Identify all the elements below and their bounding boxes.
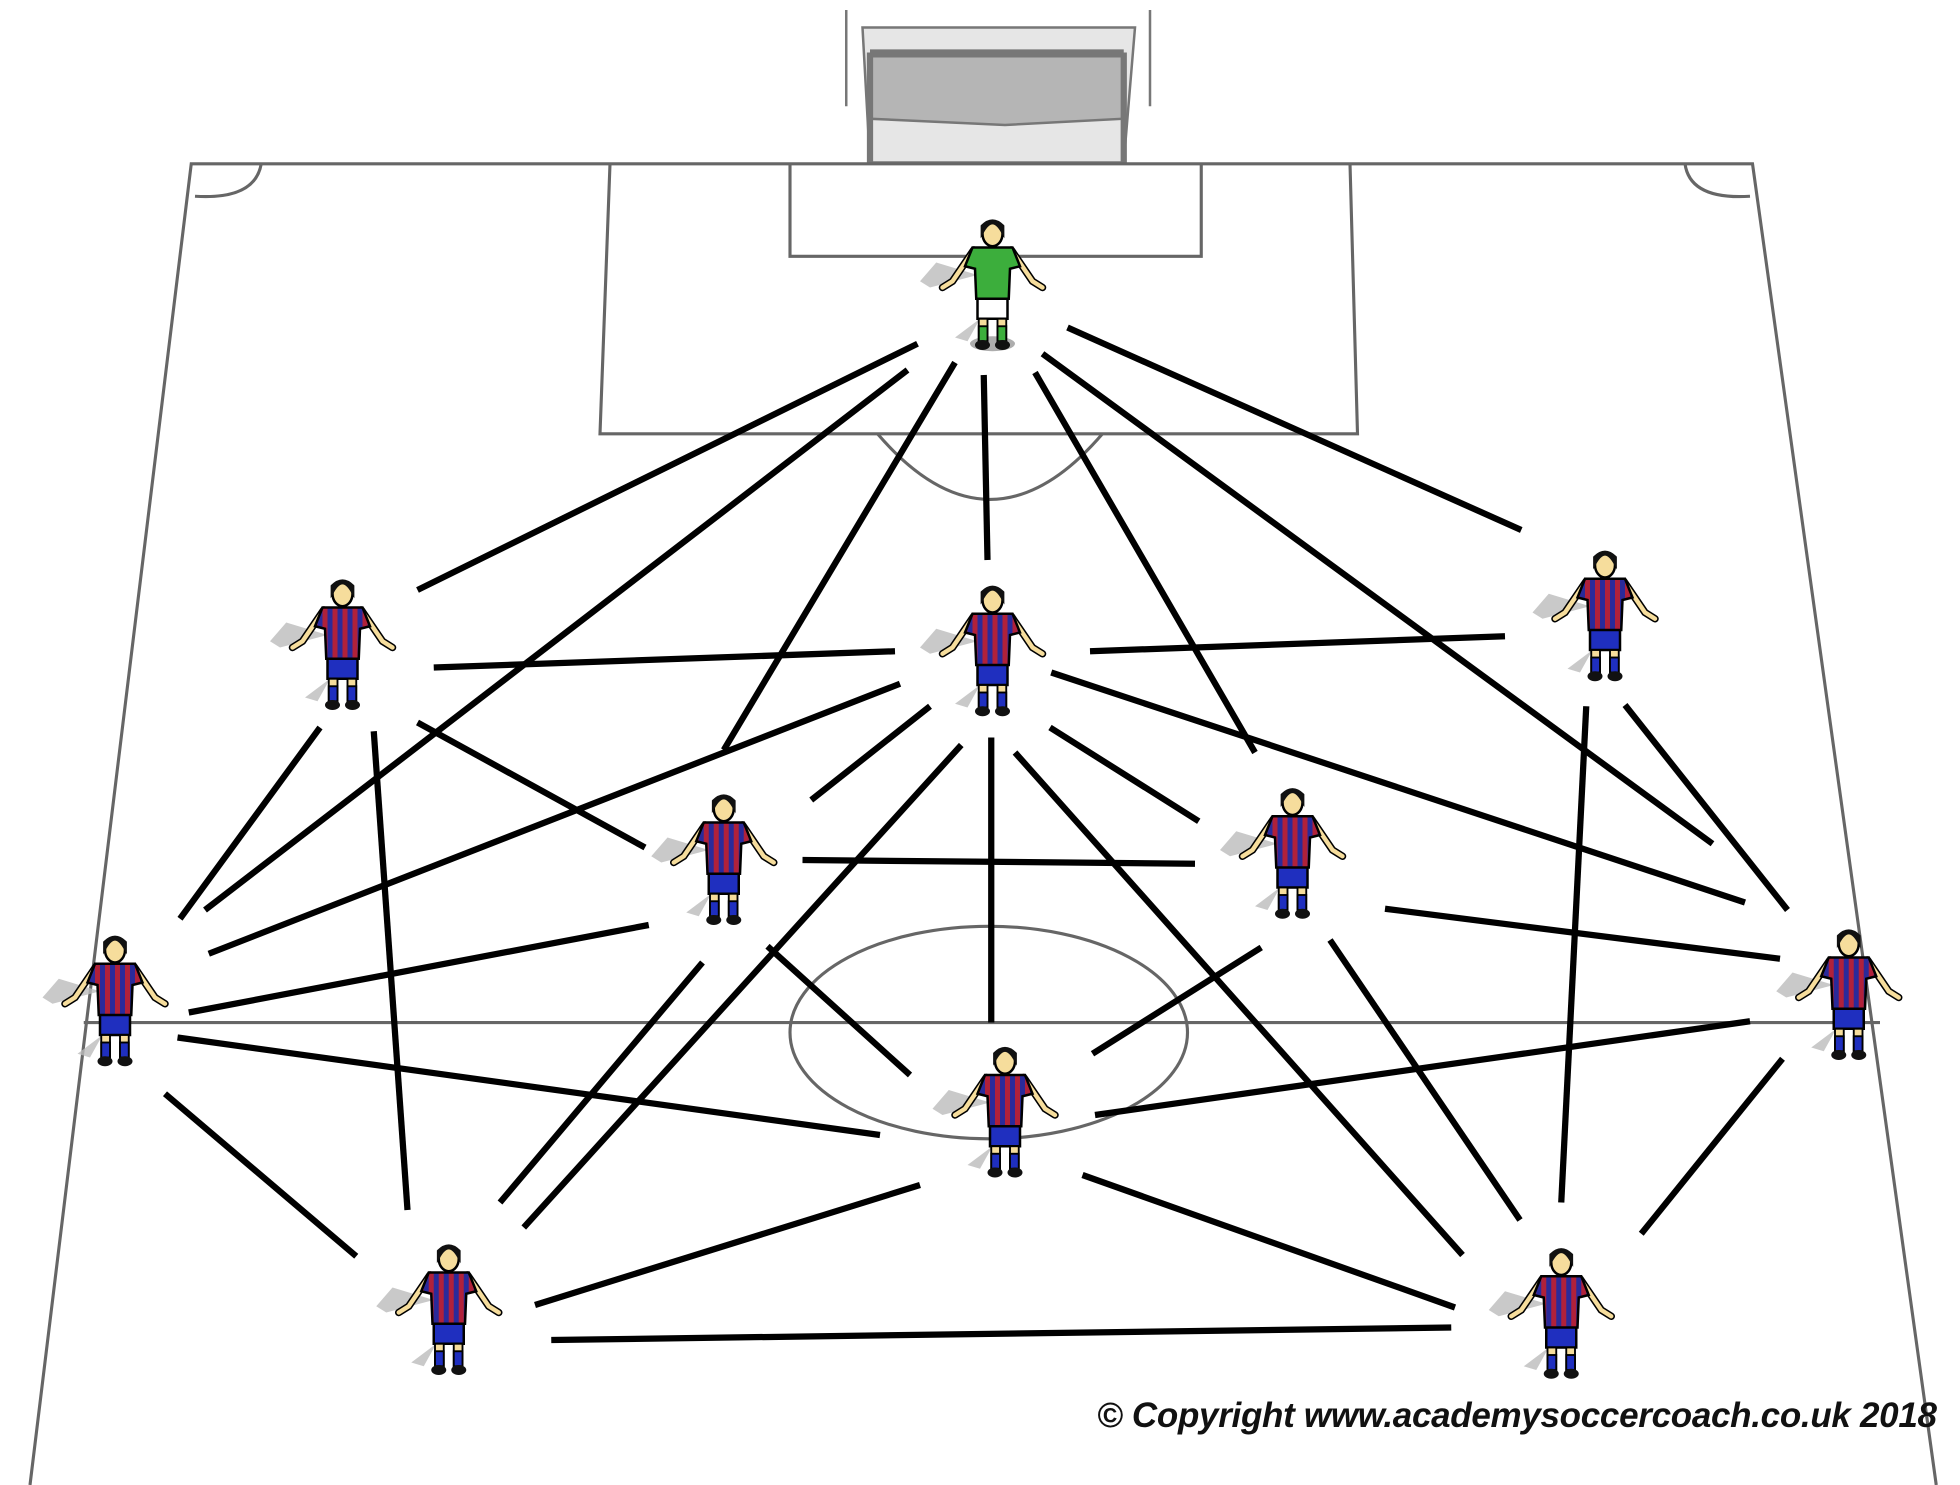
pass-line bbox=[721, 360, 958, 752]
pass-line bbox=[1040, 351, 1715, 847]
pass-line bbox=[1638, 1056, 1785, 1236]
outfield-player bbox=[1776, 929, 1903, 1060]
pass-line bbox=[551, 1324, 1452, 1344]
pass-line bbox=[1012, 750, 1465, 1258]
pass-line bbox=[497, 960, 705, 1205]
outfield-player bbox=[651, 794, 778, 925]
pass-line bbox=[1558, 706, 1590, 1203]
pass-line bbox=[534, 1182, 921, 1308]
outfield-player bbox=[932, 1046, 1059, 1178]
penalty-arc bbox=[876, 432, 1104, 501]
pass-line bbox=[1384, 905, 1781, 962]
copyright-text: © Copyright www.academysoccercoach.co.uk… bbox=[1097, 1396, 1937, 1435]
goalkeeper-player bbox=[920, 219, 1047, 352]
pass-line bbox=[370, 731, 411, 1211]
pass-line bbox=[1089, 633, 1506, 655]
outfield-player bbox=[920, 585, 1047, 717]
pass-line bbox=[1081, 1172, 1457, 1311]
pass-line bbox=[1094, 1018, 1751, 1119]
corner-arc-left bbox=[194, 163, 263, 199]
pass-line bbox=[1622, 703, 1790, 912]
pass-line bbox=[433, 648, 896, 671]
pass-line bbox=[177, 725, 323, 921]
passing-lines bbox=[162, 324, 1790, 1344]
pass-line bbox=[207, 680, 902, 957]
outfield-player bbox=[1532, 550, 1659, 682]
pass-line bbox=[177, 1034, 881, 1139]
pass-line bbox=[203, 367, 910, 913]
pass-line bbox=[980, 374, 991, 561]
outfield-player bbox=[1220, 788, 1347, 919]
corner-arc-right bbox=[1683, 163, 1751, 199]
goal bbox=[845, 10, 1152, 164]
pass-line bbox=[415, 719, 647, 851]
pass-line bbox=[1327, 938, 1523, 1222]
pass-line bbox=[809, 703, 932, 803]
pass-line bbox=[765, 943, 913, 1078]
pass-line bbox=[162, 1091, 359, 1259]
players bbox=[42, 219, 1903, 1379]
pass-line bbox=[521, 742, 964, 1230]
outfield-player bbox=[42, 935, 169, 1067]
pass-line bbox=[1048, 724, 1201, 824]
pass-line bbox=[1050, 669, 1746, 906]
pass-line bbox=[1066, 324, 1523, 533]
outfield-player bbox=[1488, 1248, 1615, 1379]
penalty-box bbox=[598, 163, 1360, 436]
outfield-player bbox=[376, 1244, 503, 1375]
pass-line bbox=[188, 921, 650, 1016]
pass-line bbox=[1090, 944, 1263, 1057]
pass-line bbox=[416, 340, 919, 593]
touchline bbox=[28, 162, 1938, 1485]
outfield-player bbox=[270, 579, 397, 710]
pass-line bbox=[1032, 370, 1258, 755]
pass-line bbox=[802, 856, 1196, 867]
